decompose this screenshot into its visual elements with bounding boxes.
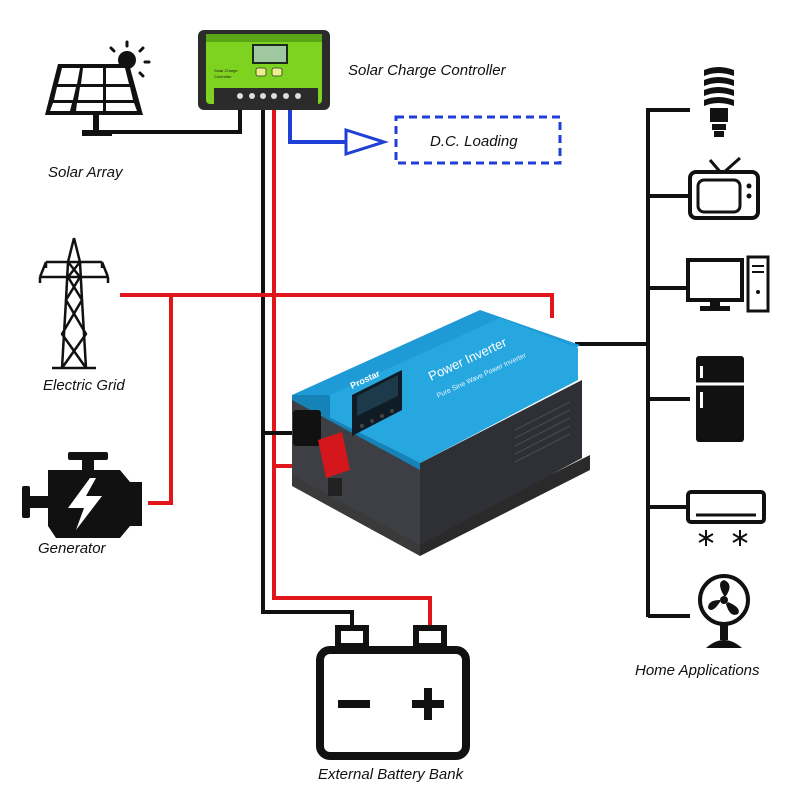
- solar-charge-controller: Solar Charge Controller: [198, 30, 330, 110]
- solar-panel-icon: [45, 40, 151, 136]
- engine-icon: [22, 452, 142, 538]
- battery-negative-wire: [261, 108, 354, 630]
- dc-loading-wire: [288, 110, 348, 144]
- wiring: [98, 108, 690, 630]
- controller-label-line2: Controller: [214, 74, 232, 79]
- sun-icon: [109, 40, 151, 78]
- transmission-tower-icon: [38, 237, 110, 370]
- generator-label: Generator: [38, 540, 107, 557]
- power-inverter: Power Inverter Pure Sine Wave Power Inve…: [292, 310, 590, 556]
- grid-wire: [120, 293, 554, 318]
- light-bulb-icon: [704, 67, 734, 137]
- solar-array-label: Solar Array: [48, 164, 124, 181]
- generator-wire: [148, 295, 173, 505]
- controller-label-line1: Solar Charge: [214, 68, 238, 73]
- computer-icon: [686, 255, 770, 313]
- external-battery-bank-label: External Battery Bank: [318, 766, 465, 783]
- fan-icon: [698, 574, 750, 648]
- refrigerator-icon: [696, 356, 744, 442]
- dc-loading-arrow: [344, 127, 389, 157]
- solar-charge-controller-label: Solar Charge Controller: [348, 62, 507, 79]
- battery-icon: [316, 625, 470, 760]
- home-applications-label: Home Applications: [635, 662, 760, 679]
- battery-positive-wire: [272, 108, 432, 630]
- tv-icon: [688, 156, 760, 220]
- air-conditioner-icon: [686, 490, 766, 546]
- solar-array-wire: [98, 110, 242, 134]
- dc-loading-box: [394, 115, 562, 165]
- dc-loading-label: D.C. Loading: [430, 133, 518, 150]
- electric-grid-label: Electric Grid: [43, 377, 125, 394]
